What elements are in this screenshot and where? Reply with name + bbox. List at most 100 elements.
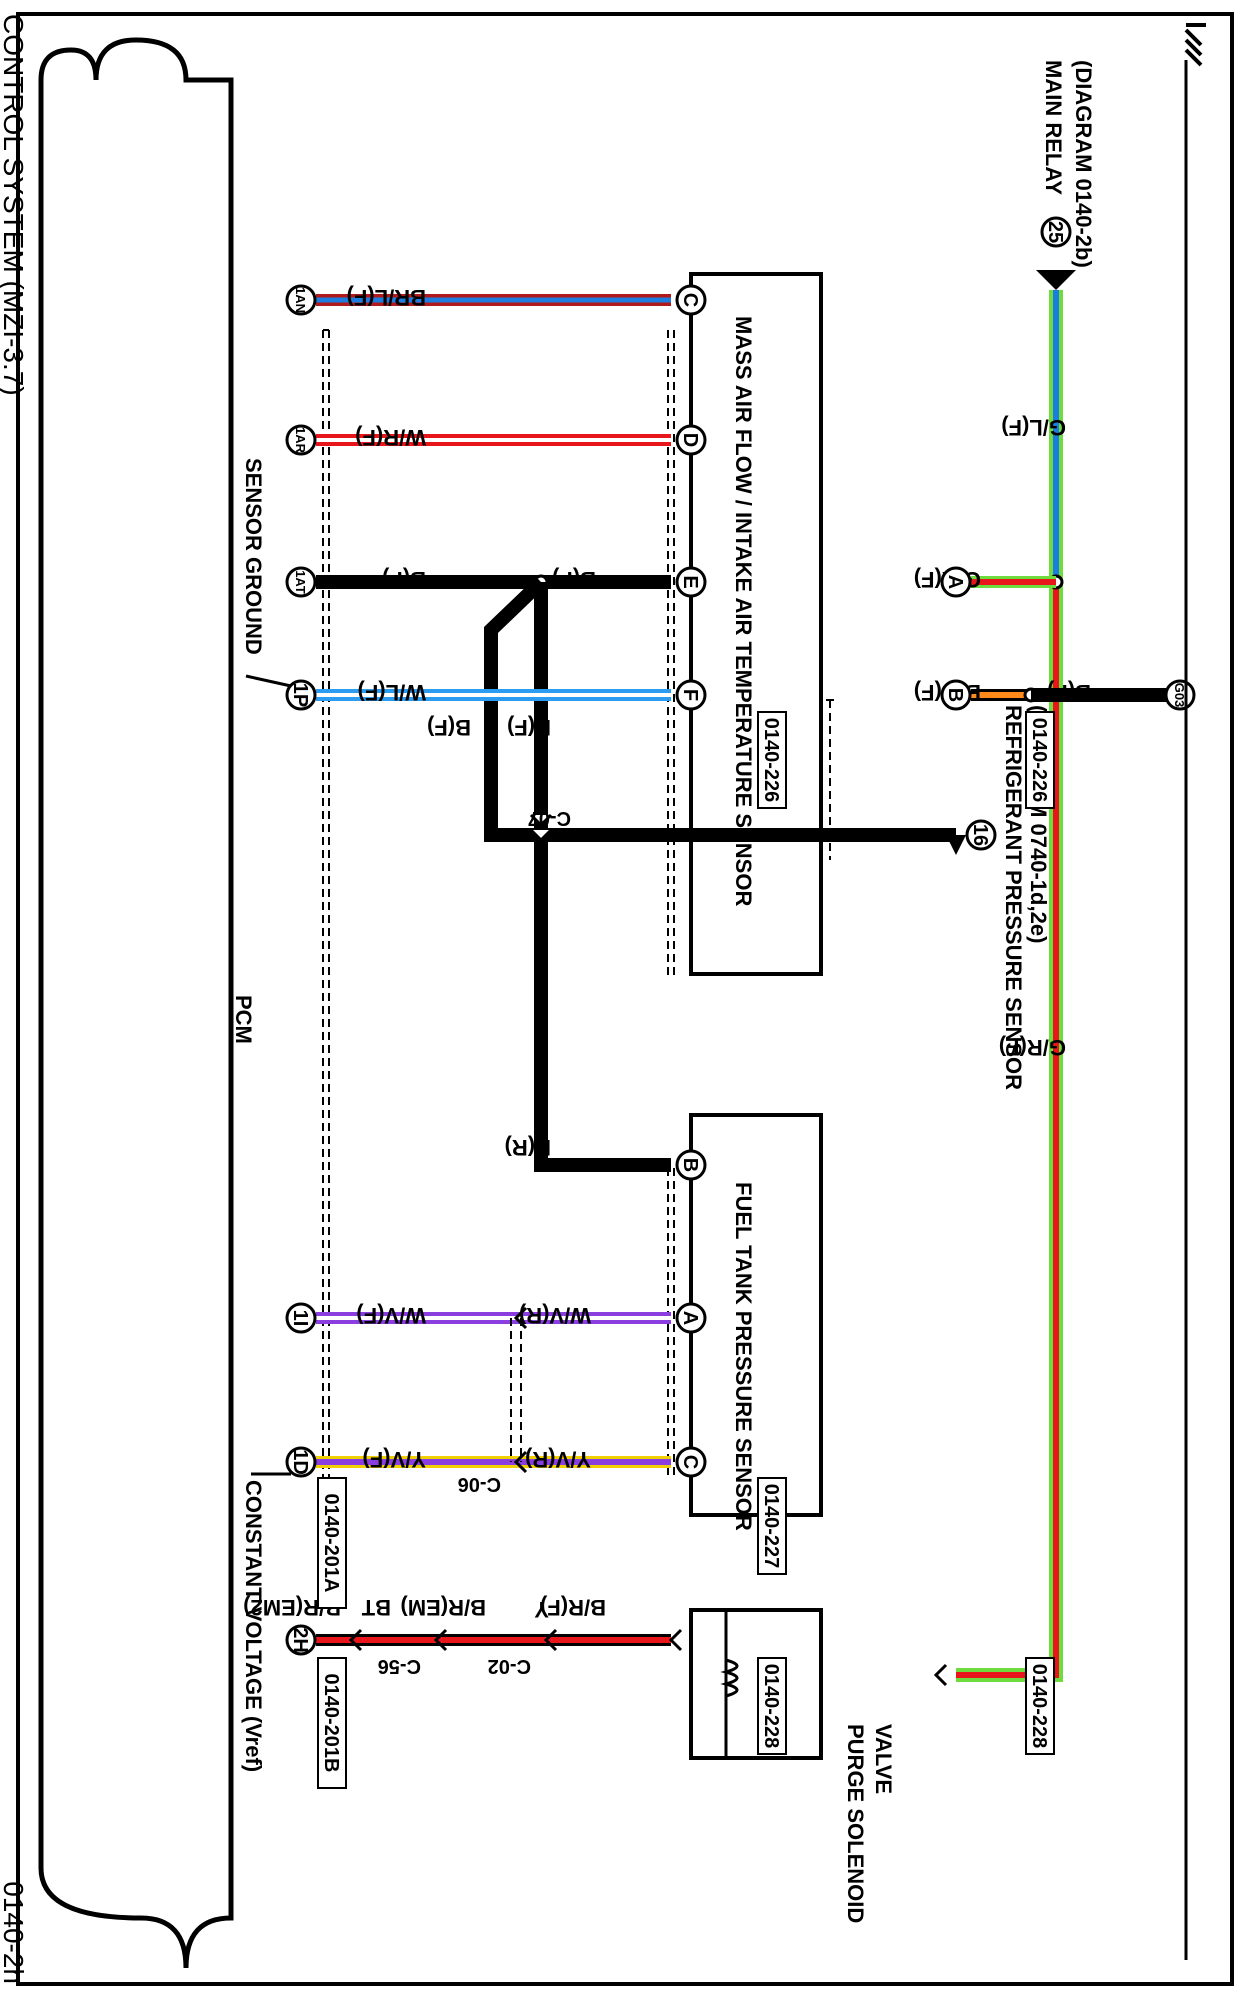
svg-text:2H: 2H [289,1627,311,1653]
refrigerant-ref: REFRIGERANT PRESSURE SENSOR (DIAGRAM 074… [1001,705,1051,1090]
pcm-pin-1d [285,1446,317,1478]
ref-16: 16 [946,819,997,855]
connector-c07: C-07 [528,807,571,843]
wire-label-bf-4: B(F) [427,715,471,740]
svg-text:B: B [944,688,966,702]
sensor-ground-leader [245,674,292,688]
pcm-pin-1p [285,679,317,711]
wire-label-bf-2: B(F) [552,567,596,592]
pcm-shield [322,329,330,1480]
connector-c06-label: C-06 [458,1473,501,1495]
wire-label-yvr: Y/V(R) [525,1447,591,1472]
diagram-title: CONTROL SYSTEM (MZI-3.7) [0,14,29,396]
maf-sensor: MASS AIR FLOW / INTAKE AIR TEMPERATURE S… [667,272,834,980]
ground-rail [1184,23,1206,1960]
wire-brl: BR/L(F) [316,285,671,310]
wire-ground: B(F) G03 [1031,679,1196,711]
svg-text:0140-228: 0140-228 [760,1664,782,1749]
svg-text:C: C [679,1455,701,1469]
wire-label-bf-3: B(F) [507,715,551,740]
svg-text:1P: 1P [289,683,311,707]
pcm-pins: 1AN 1AR 1AT 1P 1I 1D 2H 0140-201A 0140-2… [285,284,347,1789]
wire-label-ground: B(F) [1047,680,1091,705]
svg-text:1AR: 1AR [293,427,308,454]
wire-label-wvr: W/V(R) [519,1303,591,1328]
svg-text:A: A [679,1311,701,1325]
svg-text:C: C [679,293,701,307]
connector-0140-228-lower [1025,1657,1055,1755]
connector-0140-228-upper [757,1657,787,1755]
maf-pin-f [675,679,707,711]
pcm-pin-1ar [285,424,317,456]
ftp-box [689,1113,823,1517]
maf-pin-a [940,566,972,598]
main-relay-ref: 25 MAIN RELAY (DIAGRAM 0140-2b) [1036,60,1096,290]
ground-g03-label: G03 [1172,683,1187,708]
svg-text:1AT: 1AT [293,570,308,594]
ref-16-label: 16 [969,824,991,846]
wire-label-y: Y [534,1597,549,1622]
wire-wr: W/R(F) [316,425,671,450]
main-relay-label-line1: MAIN RELAY [1041,60,1066,195]
svg-text:0140-201B: 0140-201B [320,1674,342,1773]
wire-label-yvf: Y/V(F) [362,1447,426,1472]
pcm-label: PCM [231,995,256,1044]
wire-label-wvf: W/V(F) [356,1303,426,1328]
connector-c56-label: C-56 [378,1655,421,1677]
wire-label-wl: W/L(F) [358,680,426,705]
wire-label-brl: BR/L(F) [347,285,426,310]
pcm-pin-1i [285,1302,317,1334]
svg-text:0140-226: 0140-226 [1028,718,1050,803]
wire-br-purge: B/R(EM2) BT B/R(EM) Y B/R(F) C-56 C-02 [243,1595,671,1677]
wire-bo: B/O(F) [914,680,1039,705]
pcm-module: PCM SENSOR GROUND CONSTANT VOLTAGE (Vref… [38,37,292,1969]
ftp-pin-a [675,1302,707,1334]
sheet-border [16,12,1234,1986]
svg-text:B: B [679,1158,701,1172]
maf-pin-b [940,679,972,711]
svg-text:A: A [944,575,966,589]
constant-voltage-label: CONSTANT VOLTAGE (Vref) [241,1480,266,1772]
svg-text:1D: 1D [289,1449,311,1475]
connector-0140-227 [757,1477,787,1575]
wire-label-wr: W/R(F) [355,425,426,450]
wire-bf-ground: B(F) B(F) B(F) B(F) B(R) [316,567,956,1172]
maf-pin-e [675,566,707,598]
ftp-pins: B A C 0140-227 [675,1149,787,1575]
maf-pin-d [675,424,707,456]
ref-16-circle [965,819,997,851]
connector-0140-201b [317,1657,347,1789]
svg-text:0140-226: 0140-226 [760,718,782,803]
connector-0140-201a [317,1477,347,1609]
pcm-pin-1at [285,566,317,598]
wire-label-gl: G/L(F) [1001,415,1066,440]
wire-label-br: B(R) [505,1135,551,1160]
svg-text:D: D [679,433,701,447]
main-relay-label-line2: (DIAGRAM 0140-2b) [1071,60,1096,268]
wire-label-brf: B/R(F) [540,1595,606,1620]
ftp-pin-c [675,1446,707,1478]
chassis-ground-icon [1184,23,1206,67]
wire-label-gr-1: G/R(F) [999,1035,1066,1060]
ftp-label: FUEL TANK PRESSURE SENSOR [731,1182,756,1531]
pcm-outline [38,37,234,1969]
pcm-pin-2h [285,1624,317,1656]
svg-text:F: F [679,689,701,701]
maf-box [689,272,823,976]
page-id: 0140-2h [0,1881,29,1984]
ftp-pin-b [675,1149,707,1181]
pcm-pin-1an [285,284,317,316]
connector-c02-label: C-02 [488,1655,531,1677]
wire-wl: W/L(F) [316,680,671,705]
main-relay-ref-label: 25 [1044,221,1066,243]
purge-box [689,1608,823,1760]
svg-text:1AN: 1AN [293,287,308,313]
connector-0140-226-upper [757,711,787,809]
purge-connectors: 0140-228 0140-228 [668,1628,1055,1755]
svg-text:E: E [679,575,701,588]
svg-text:1I: 1I [289,1310,311,1327]
purge-label-line1: PURGE SOLENOID [843,1724,868,1923]
wire-label-bf-1: B(F) [382,567,426,592]
